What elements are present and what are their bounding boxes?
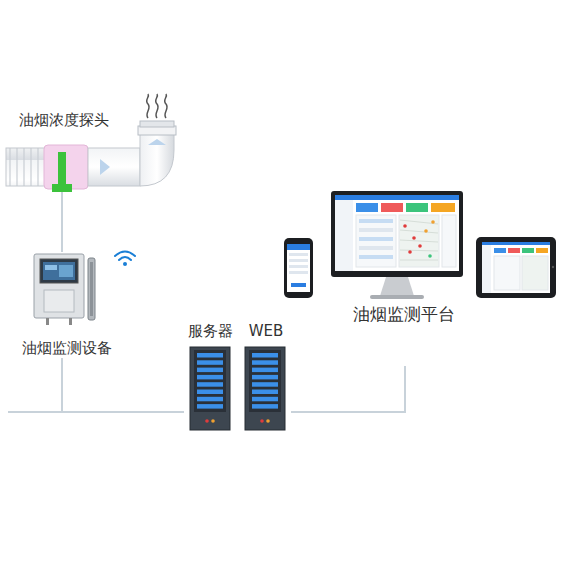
- probe-label: 油烟浓度探头: [8, 108, 120, 132]
- map-marker: [424, 229, 428, 233]
- node-label: WEB: [248, 322, 285, 341]
- desktop-screen: [331, 191, 463, 299]
- panel-row: [359, 228, 393, 232]
- server-bar: [252, 397, 278, 402]
- server-node: 服务器: [184, 322, 236, 432]
- panel-row: [359, 255, 393, 259]
- server-bar: [252, 390, 278, 395]
- network-line: [8, 411, 62, 413]
- server-bar: [252, 353, 278, 358]
- map-marker: [408, 250, 412, 254]
- server-bar: [197, 390, 223, 395]
- server-rack: [190, 347, 285, 430]
- server-bar: [252, 375, 278, 380]
- map-marker: [403, 224, 407, 228]
- map-marker: [412, 236, 416, 240]
- server-bar: [197, 353, 223, 358]
- platform-node: 油烟监测平台: [326, 304, 482, 366]
- map-road: [400, 260, 438, 261]
- server-bar: [197, 375, 223, 380]
- server-bar: [197, 368, 223, 373]
- map-road: [400, 230, 438, 233]
- duct: [6, 94, 176, 189]
- network-connector: [291, 366, 405, 412]
- panel-row: [359, 237, 393, 241]
- map-marker: [431, 220, 435, 224]
- server-bar: [197, 360, 223, 365]
- map-marker: [418, 244, 422, 248]
- server-bar: [252, 382, 278, 387]
- panel-row: [359, 246, 393, 250]
- server-bar: [197, 404, 223, 409]
- panel-row: [359, 219, 393, 223]
- node-label: 服务器: [187, 322, 234, 341]
- server-bar: [252, 360, 278, 365]
- server-bar: [197, 397, 223, 402]
- map-road: [400, 220, 438, 224]
- phone: [284, 238, 313, 298]
- device-node: 油烟监测设备: [14, 250, 120, 358]
- server-bar: [252, 404, 278, 409]
- map-marker: [428, 254, 432, 258]
- probe: [52, 152, 72, 252]
- map-road: [400, 240, 438, 242]
- server-bar: [252, 368, 278, 373]
- map-road: [400, 250, 438, 251]
- web-server-node: WEB: [241, 322, 291, 432]
- network-connector: [62, 358, 184, 412]
- node-label: 油烟浓度探头: [18, 111, 110, 130]
- tablet: [476, 237, 556, 298]
- node-label: 油烟监测平台: [352, 304, 456, 325]
- server-bar: [197, 382, 223, 387]
- monitor-device: [34, 252, 135, 326]
- node-label: 油烟监测设备: [21, 339, 113, 358]
